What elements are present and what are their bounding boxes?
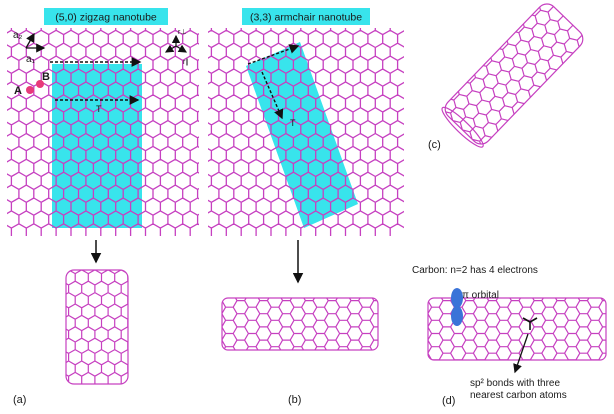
panel-d-bonds-line2: nearest carbon atoms (470, 390, 567, 401)
panel-a-atom-a (26, 86, 34, 94)
panel-c: (c) (428, 0, 587, 151)
panel-b-title-text: (3,3) armchair nanotube (250, 12, 362, 24)
panel-d-caption: Carbon: n=2 has 4 electrons (412, 265, 538, 276)
panel-a-unit-cell-highlight (52, 64, 142, 228)
panel-b-armchair-tube (221, 297, 379, 351)
panel-a-label: (a) (13, 394, 26, 406)
panel-b-title: (3,3) armchair nanotube (242, 8, 370, 25)
panel-a: (5,0) zigzag nanotube T a₂ a₁ A B r⊥ r∥ (7, 8, 199, 406)
panel-a-atom-b (36, 80, 44, 88)
panel-c-tilted-tube (441, 0, 587, 149)
panel-d-sp2-bond-marker (522, 317, 538, 330)
panel-d-bonds-line1: sp² bonds with three (470, 378, 560, 389)
panel-d-pi-orbital (451, 288, 463, 326)
panel-a-r-perp-label: r⊥ (178, 29, 186, 36)
panel-a-a2-vector (25, 32, 35, 49)
panel-d-bond-arrow (513, 333, 529, 374)
panel-b-vector-t: T (290, 118, 296, 128)
panel-a-a1-label: a₁ (26, 54, 36, 65)
panel-a-r-axes: r⊥ r∥ (164, 29, 189, 66)
panel-a-vector-t: T (96, 104, 102, 114)
panel-a-zigzag-tube (65, 269, 129, 385)
panel-a-a2-label: a₂ (13, 30, 23, 41)
panel-b-chiral-vector (247, 44, 300, 65)
panel-d-tube (427, 297, 607, 361)
panel-d-orbital-label: π orbital (462, 290, 499, 301)
panel-a-r-par-label: r∥ (183, 58, 189, 66)
panel-c-label: (c) (428, 139, 441, 151)
panel-a-atom-b-label: B (42, 71, 50, 83)
panel-a-atom-a-label: A (14, 85, 22, 97)
panel-b-translation-vector (261, 71, 284, 120)
panel-b-label: (b) (288, 394, 301, 406)
panel-d: Carbon: n=2 has 4 electrons π orbital sp… (412, 265, 607, 407)
panel-b: (3,3) armchair nanotube T (b) (208, 8, 404, 406)
panel-d-label: (d) (442, 395, 455, 407)
panel-a-title-text: (5,0) zigzag nanotube (55, 12, 157, 24)
panel-a-title: (5,0) zigzag nanotube (44, 8, 168, 25)
